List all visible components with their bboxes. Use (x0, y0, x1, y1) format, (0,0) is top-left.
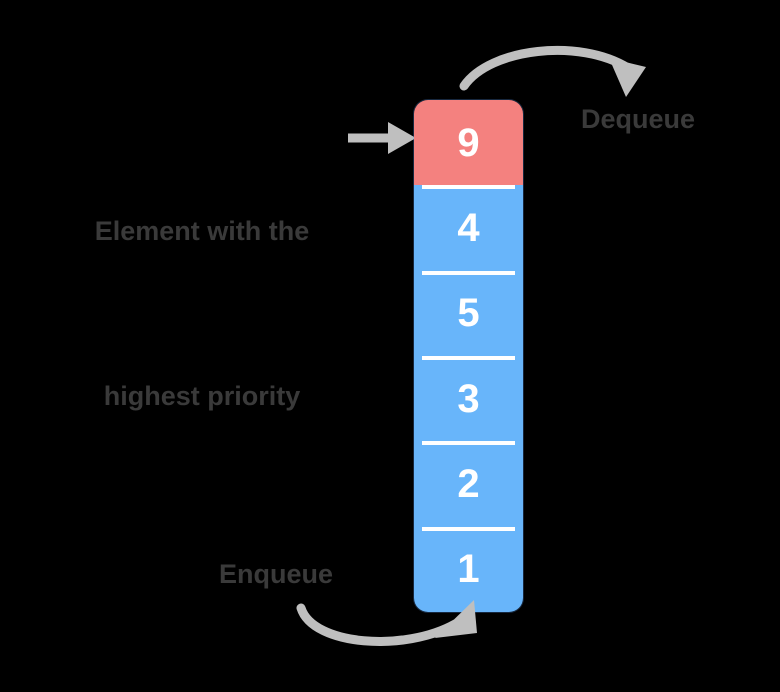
priority-queue-column: 9 4 5 3 2 1 (414, 100, 523, 612)
queue-cell: 5 (414, 270, 523, 356)
dequeue-arrow-head (609, 58, 646, 97)
queue-cell-value: 3 (457, 376, 480, 421)
queue-cell-value: 2 (457, 461, 480, 506)
pointer-to-highest-priority-arrow (348, 122, 416, 154)
arrow-head (388, 122, 416, 154)
queue-cell: 4 (414, 185, 523, 271)
queue-cell: 9 (414, 100, 523, 186)
enqueue-label: Enqueue (219, 559, 334, 589)
queue-cell: 2 (414, 441, 523, 527)
dequeue-label: Dequeue (581, 104, 696, 134)
queue-cell: 1 (414, 526, 523, 612)
dequeue-arrow-shaft (459, 46, 633, 91)
highest-priority-label-line2: highest priority (103, 381, 301, 411)
queue-cell: 3 (414, 355, 523, 442)
queue-cell-value: 5 (457, 291, 480, 336)
queue-cell-value: 4 (457, 205, 480, 250)
queue-cell-value: 9 (457, 120, 480, 165)
queue-cell-value: 1 (457, 547, 480, 592)
highest-priority-label-line1: Element with the (94, 216, 310, 246)
enqueue-arrow-shaft (296, 603, 460, 646)
highest-priority-label: Element with the highest priority (62, 94, 342, 534)
